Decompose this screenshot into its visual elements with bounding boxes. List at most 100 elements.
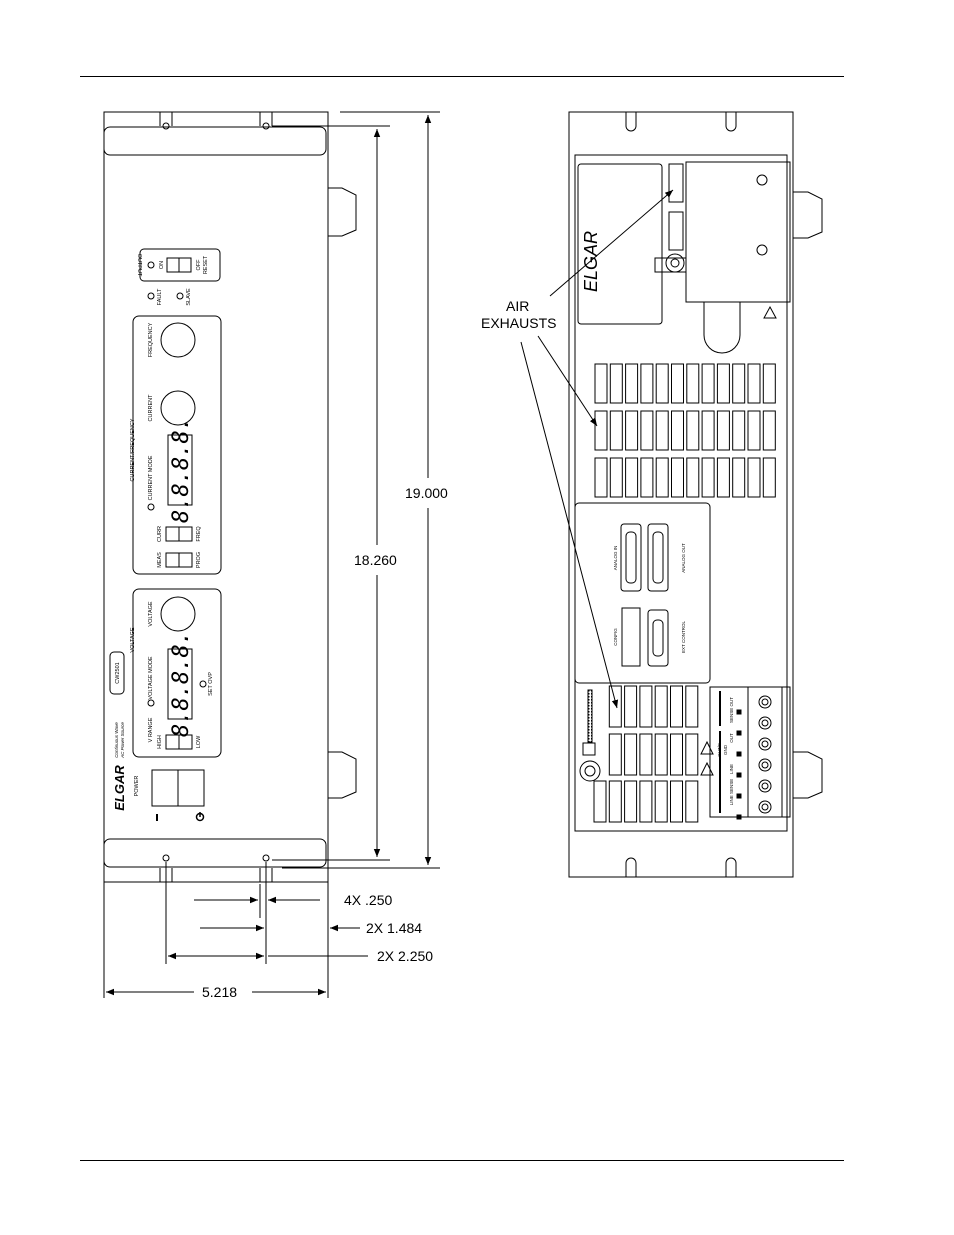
vent-slot — [686, 410, 700, 451]
analog-out-connector — [647, 523, 669, 592]
vent-slot — [608, 733, 622, 776]
tagline-1: Continuous Wave — [114, 722, 119, 758]
dim-4x-250: 4X .250 — [344, 892, 392, 908]
voltage-knob[interactable] — [160, 596, 196, 632]
rear-chassis — [568, 111, 794, 878]
vent-slot — [594, 363, 608, 404]
terminal-marker — [736, 709, 742, 715]
current-knob[interactable] — [160, 390, 196, 426]
vent-slot — [671, 410, 684, 451]
strain-relief — [703, 302, 741, 354]
vent-slot — [762, 410, 776, 451]
config-dip-switch[interactable] — [621, 607, 641, 667]
vent-slot — [624, 733, 638, 776]
current-display: 8.8.8.8. — [167, 417, 194, 523]
terminal-screw — [758, 758, 772, 772]
rear-vent-grid-lower — [593, 685, 699, 823]
vent-slot — [655, 363, 669, 404]
vent-slot — [747, 457, 761, 498]
rear-inner-panel — [574, 154, 788, 832]
voltage-label: VOLTAGE — [148, 601, 154, 626]
slave-led — [176, 292, 184, 300]
air-exhaust-callout — [520, 189, 674, 709]
rear-ground-lug — [579, 760, 601, 782]
dim-2x-2250: 2X 2.250 — [377, 948, 433, 964]
vent-slot — [625, 457, 639, 498]
rear-upper-foot — [793, 191, 823, 239]
set-ovp-label: SET OVP — [208, 672, 214, 696]
vent-slot — [655, 410, 669, 451]
vent-slot — [609, 410, 623, 451]
vent-slot — [685, 733, 699, 776]
ext-control-connector — [647, 609, 669, 667]
current-mode-label: CURRENT MODE — [148, 455, 154, 500]
rear-top-notch-right — [725, 112, 737, 132]
vent-slot — [654, 685, 668, 728]
terminal-screw — [758, 716, 772, 730]
dim-19000: 19.000 — [405, 485, 448, 501]
sense-out-label: SENSE OUT — [729, 697, 734, 723]
tagline-2: AC Power Source — [120, 722, 125, 759]
upper-foot — [328, 187, 357, 237]
dim-2x-1484: 2X 1.484 — [366, 920, 422, 936]
rear-logo: ELGAR — [581, 231, 601, 292]
output-box — [139, 248, 221, 282]
vent-slot — [625, 410, 639, 451]
terminal-marker — [736, 814, 742, 820]
vent-slot — [625, 363, 639, 404]
dim-5218: 5.218 — [202, 984, 237, 1000]
vent-slot — [670, 780, 683, 823]
terminal-screw — [758, 737, 772, 751]
bottom-handle — [103, 838, 327, 868]
front-chassis — [103, 111, 329, 883]
vent-slot — [594, 410, 608, 451]
frequency-knob[interactable] — [160, 322, 196, 358]
vent-slot — [671, 363, 684, 404]
prog-label: PROG — [196, 552, 202, 568]
current-frequency-panel — [132, 315, 222, 575]
set-ovp-trimmer[interactable] — [199, 680, 207, 688]
fault-label: FAULT — [157, 288, 163, 305]
line-label: LINE — [729, 764, 734, 774]
analog-out-label: ANALOG OUT — [681, 543, 686, 573]
terminal-screw-head — [761, 719, 769, 727]
bottom-slots — [159, 868, 273, 882]
air-label: AIR — [506, 298, 529, 314]
current-mode-led — [147, 503, 155, 511]
vent-slot — [640, 457, 654, 498]
output-led — [147, 261, 155, 269]
fault-led — [147, 292, 155, 300]
low-label: LOW — [196, 735, 202, 748]
vent-slot — [671, 457, 684, 498]
exhausts-label: EXHAUSTS — [481, 315, 556, 331]
current-readout: 8.8.8.8. — [169, 417, 194, 523]
vent-slot — [609, 363, 623, 404]
vent-slot — [701, 457, 715, 498]
front-logo: ELGAR — [112, 765, 127, 811]
rear-vent-grid-upper — [594, 363, 776, 498]
power-symbols — [156, 812, 205, 822]
vent-slot — [686, 363, 700, 404]
line-sense-label: LINE SENSE — [729, 779, 734, 806]
vent-slot — [747, 410, 761, 451]
vent-slot — [670, 733, 683, 776]
vent-slot — [716, 363, 730, 404]
rear-bottom-notch-right — [725, 857, 737, 877]
voltage-mode-label: VOLTAGE MODE — [148, 656, 154, 700]
vent-slot — [593, 780, 607, 823]
vent-slot — [701, 363, 715, 404]
voltage-readout: 8.8.8.8. — [169, 631, 194, 737]
slave-label: SLAVE — [186, 288, 192, 306]
terminal-marker — [736, 793, 742, 799]
vent-slot — [732, 410, 746, 451]
model-tag — [109, 651, 125, 695]
high-label: HIGH — [157, 735, 163, 749]
vent-slot — [624, 685, 638, 728]
dim-18260: 18.260 — [354, 552, 397, 568]
vent-slot — [654, 733, 668, 776]
rear-terminal-block — [579, 686, 791, 820]
vent-slot — [747, 363, 761, 404]
vent-slot — [608, 780, 622, 823]
vent-slot — [640, 410, 654, 451]
terminal-screw — [758, 779, 772, 793]
